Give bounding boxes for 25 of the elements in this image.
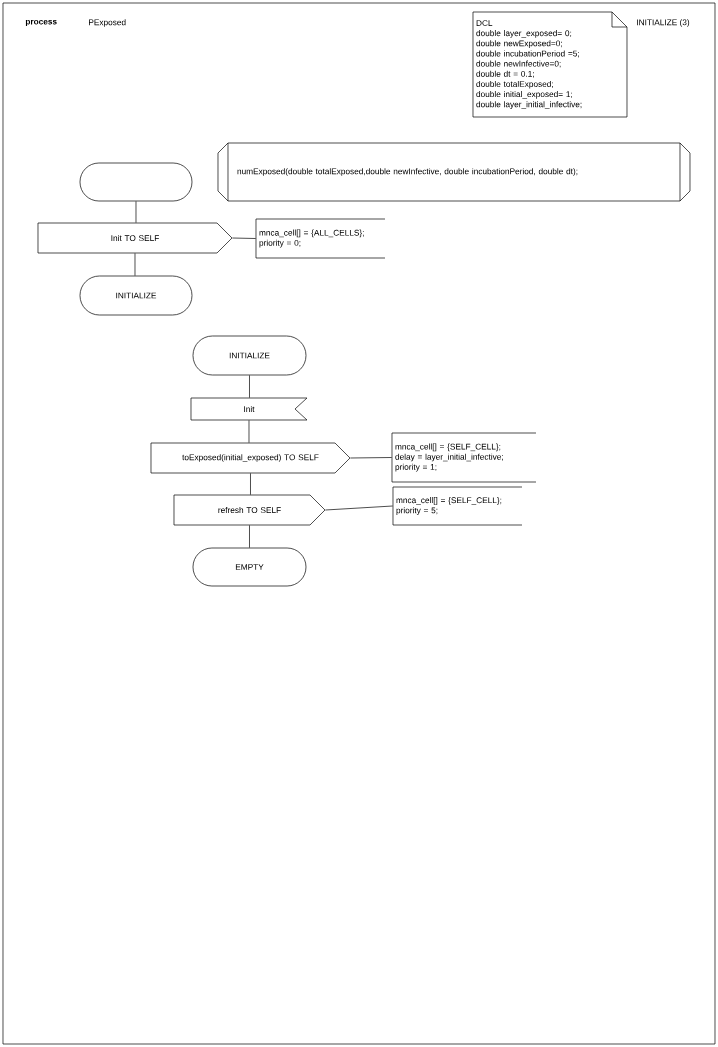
connector-line xyxy=(249,525,250,548)
output-signal: toExposed(initial_exposed) TO SELF xyxy=(150,442,351,474)
connector-line xyxy=(325,505,393,511)
state-terminal: INITIALIZE xyxy=(192,335,307,376)
header-label: process xyxy=(25,19,57,27)
connector-line xyxy=(134,253,136,276)
connector-line xyxy=(135,201,137,223)
state-terminal: EMPTY xyxy=(192,547,307,587)
header-label: INITIALIZE (3) xyxy=(637,19,690,27)
output-signal: refresh TO SELF xyxy=(173,494,326,526)
connector-line xyxy=(250,473,251,495)
output-signal: Init TO SELF xyxy=(37,222,233,254)
comment-bracket: mnca_cell[] = {SELF_CELL}; delay = layer_initial_infective; priority = 1; xyxy=(391,432,537,483)
procedure-box: numExposed(double totalExposed,double newInfective, double incubationPeriod, double dt); xyxy=(217,142,691,202)
connector-line xyxy=(350,457,392,459)
header-label: PExposed xyxy=(89,19,126,27)
state-terminal xyxy=(79,162,193,202)
connector-line xyxy=(232,237,256,239)
input-signal: Init xyxy=(190,397,308,421)
comment-bracket: mnca_cell[] = {ALL_CELLS}; priority = 0; xyxy=(255,218,386,259)
connector-line xyxy=(248,420,250,443)
comment-bracket: mnca_cell[] = {SELF_CELL}; priority = 5; xyxy=(392,486,523,526)
state-terminal: INITIALIZE xyxy=(79,275,193,316)
connector-line xyxy=(249,375,250,398)
declaration-note: DCL double layer_exposed= 0; double newExposed=0; double incubationPeriod =5; double newInfective=0; double dt = 0.1; double totalExposed; double initial_exposed= 1; double layer_initial_infective; xyxy=(472,11,628,118)
